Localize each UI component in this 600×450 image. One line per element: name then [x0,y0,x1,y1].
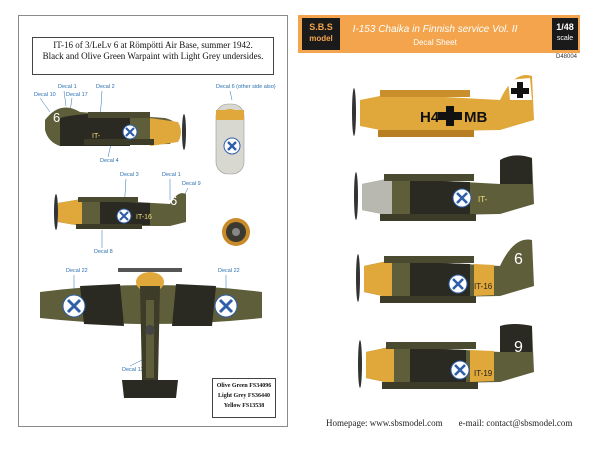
callout-decal-12: Decal 12 [122,367,144,373]
plane4-tail-number: 9 [514,339,523,356]
paint-grey: Light Grey FS36440 [218,393,270,399]
callout-decal-6: Decal 6 (other side also) [216,84,276,90]
footer-contact: Homepage: www.sbsmodel.com e-mail: contac… [326,418,588,428]
caption-line-2: Black and Olive Green Warpaint with Ligh… [42,51,264,61]
callout-decal-3: Decal 3 [120,172,139,178]
callout-decal-8: Decal 8 [94,249,113,255]
callout-decal-10: Decal 10 [34,92,56,98]
tail-number-label: 6 [53,110,60,125]
svg-text:IT-16: IT-16 [136,214,152,221]
scale-value: 1/48 [556,22,574,32]
homepage-link[interactable]: Homepage: www.sbsmodel.com [326,418,443,428]
profile-plane-3: IT-16 6 [356,239,534,303]
brand-line-2: model [309,34,333,43]
left-side-view-2: 6 IT-16 [54,193,250,246]
plane1-code-left: H4 [420,109,440,126]
tail-number-label-2: 6 [170,193,177,208]
plane2-code: IT- [478,195,488,204]
caption-line-1: IT-16 of 3/LeLv 6 at Römpötti Air Base, … [53,40,253,50]
callout-decal-22a: Decal 22 [66,268,88,274]
plane1-code-right: MB [464,109,487,126]
callout-decal-1b: Decal 1 [162,172,181,178]
email-link[interactable]: e-mail: contact@sbsmodel.com [458,418,573,428]
scale-label: scale [556,35,574,42]
callout-decal-22b: Decal 22 [218,268,240,274]
callout-decal-4: Decal 4 [100,158,119,164]
tail-fin-detail [215,103,245,175]
top-view [40,268,262,398]
sbs-logo: S.B.S model [302,18,340,50]
profile-plane-2: IT- [354,155,534,221]
brand-line-1: S.B.S [309,22,333,32]
callout-decal-9: Decal 9 [182,181,201,187]
svg-text:IT-: IT- [92,133,101,140]
paint-yellow: Yellow FS13538 [223,403,265,409]
callout-decal-1: Decal 1 [58,84,77,90]
aircraft-caption: IT-16 of 3/LeLv 6 at Römpötti Air Base, … [32,37,274,75]
product-code: D48004 [556,54,578,60]
sheet-subtitle: Decal Sheet [413,38,457,47]
left-side-view-1: 6 IT- [45,107,186,150]
paint-legend: Olive Green FS34096 Light Grey FS36440 Y… [212,378,276,418]
callout-decal-2: Decal 2 [96,84,115,90]
plane3-code: IT-16 [474,282,493,291]
sheet-title: I-153 Chaika in Finnish service Vol. II [352,24,518,35]
plane4-code: IT-19 [474,369,493,378]
callout-decal-17: Decal 17 [66,92,88,98]
plane3-tail-number: 6 [514,251,523,268]
profile-plane-4: IT-19 9 [358,324,534,389]
paint-olive: Olive Green FS34096 [216,383,272,389]
scale-badge: 1/48 scale [552,18,578,50]
profile-plane-1: H4 MB [352,75,534,137]
header-bar [298,15,580,53]
